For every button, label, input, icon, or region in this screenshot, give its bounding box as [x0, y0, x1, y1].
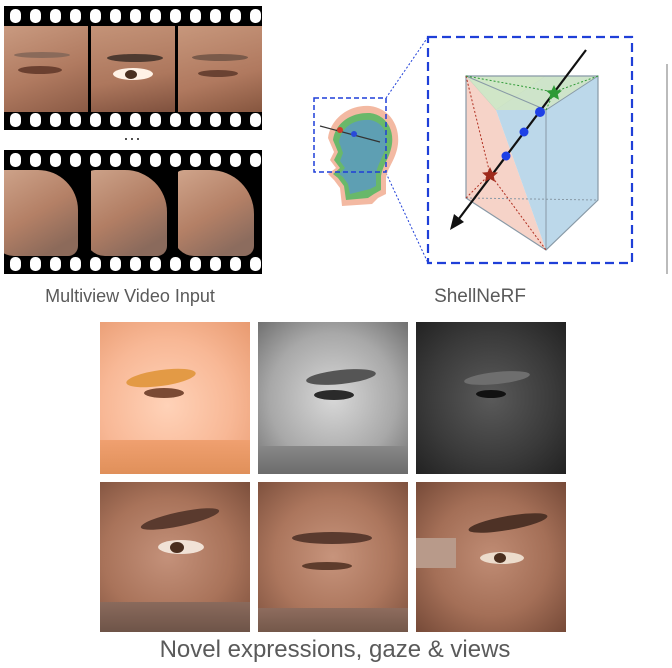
sprocket-hole	[30, 113, 41, 127]
sprocket-hole	[150, 257, 161, 271]
result-albedo	[100, 322, 250, 474]
sprocket-hole	[10, 257, 21, 271]
sprocket-hole	[170, 153, 181, 167]
sprocket-hole	[230, 257, 241, 271]
sprocket-hole	[190, 257, 201, 271]
video-frame	[91, 26, 175, 112]
sprocket-hole	[110, 113, 121, 127]
circle-icon	[351, 131, 357, 137]
sprocket-hole	[250, 153, 261, 167]
sprocket-hole	[90, 9, 101, 23]
video-frame	[4, 26, 88, 112]
sprocket-hole	[250, 9, 261, 23]
sprocket-hole	[30, 153, 41, 167]
sprocket-hole	[150, 9, 161, 23]
sprocket-hole	[70, 9, 81, 23]
caption-method: ShellNeRF	[434, 286, 526, 307]
video-frame	[178, 26, 262, 112]
sprocket-hole	[10, 113, 21, 127]
zoom-box-large	[426, 35, 634, 265]
connector-line	[385, 172, 429, 264]
result-shading	[258, 322, 408, 474]
zoom-box-small	[313, 97, 387, 173]
film-strip-top	[4, 6, 262, 130]
sprocket-hole	[250, 257, 261, 271]
sprocket-hole	[70, 257, 81, 271]
circle-icon	[501, 151, 511, 161]
circle-icon	[535, 107, 545, 117]
result-expression-1	[100, 482, 250, 632]
caption-video-input: Multiview Video Input	[45, 286, 215, 306]
film-strip-bottom	[4, 150, 262, 274]
circle-icon	[519, 127, 529, 137]
sprocket-hole	[70, 113, 81, 127]
result-expression-3	[416, 482, 566, 632]
sprocket-hole	[30, 9, 41, 23]
sprocket-hole	[130, 113, 141, 127]
result-specular	[416, 322, 566, 474]
edge-line	[666, 64, 668, 274]
circle-icon	[337, 127, 343, 133]
sprocket-hole	[150, 153, 161, 167]
sprocket-hole	[130, 9, 141, 23]
sprocket-hole	[210, 9, 221, 23]
caption-results: Novel expressions, gaze & views	[159, 636, 511, 663]
sprocket-hole	[230, 113, 241, 127]
small-ray	[319, 125, 381, 143]
sprocket-hole	[70, 153, 81, 167]
sprocket-hole	[50, 9, 61, 23]
sprocket-hole	[170, 9, 181, 23]
video-frame	[178, 168, 262, 256]
sprocket-hole	[170, 257, 181, 271]
sprocket-hole	[110, 153, 121, 167]
sprocket-hole	[50, 153, 61, 167]
sprocket-hole	[190, 9, 201, 23]
video-frame	[4, 168, 88, 256]
sprocket-hole	[90, 257, 101, 271]
sprocket-hole	[210, 257, 221, 271]
sprocket-hole	[130, 257, 141, 271]
sprocket-hole	[50, 113, 61, 127]
sprocket-hole	[170, 113, 181, 127]
shellnerf-diagram	[313, 35, 634, 265]
sprocket-hole	[90, 113, 101, 127]
sprocket-hole	[210, 113, 221, 127]
star-icon	[546, 85, 562, 100]
video-frame	[91, 168, 175, 256]
sprocket-hole	[10, 153, 21, 167]
sprocket-hole	[10, 9, 21, 23]
sprocket-hole	[150, 113, 161, 127]
sprocket-hole	[110, 9, 121, 23]
sprocket-hole	[190, 113, 201, 127]
prism	[464, 75, 599, 251]
sprocket-hole	[110, 257, 121, 271]
sprocket-hole	[230, 9, 241, 23]
connector-line	[385, 36, 429, 99]
sprocket-hole	[90, 153, 101, 167]
sprocket-hole	[30, 257, 41, 271]
head-shells-icon	[328, 105, 399, 206]
sprocket-hole	[230, 153, 241, 167]
sprocket-hole	[190, 153, 201, 167]
star-icon	[482, 167, 498, 182]
sprocket-hole	[210, 153, 221, 167]
result-expression-2	[258, 482, 408, 632]
sprocket-hole	[130, 153, 141, 167]
ellipsis: ···	[123, 128, 141, 148]
sprocket-hole	[250, 113, 261, 127]
sprocket-hole	[50, 257, 61, 271]
